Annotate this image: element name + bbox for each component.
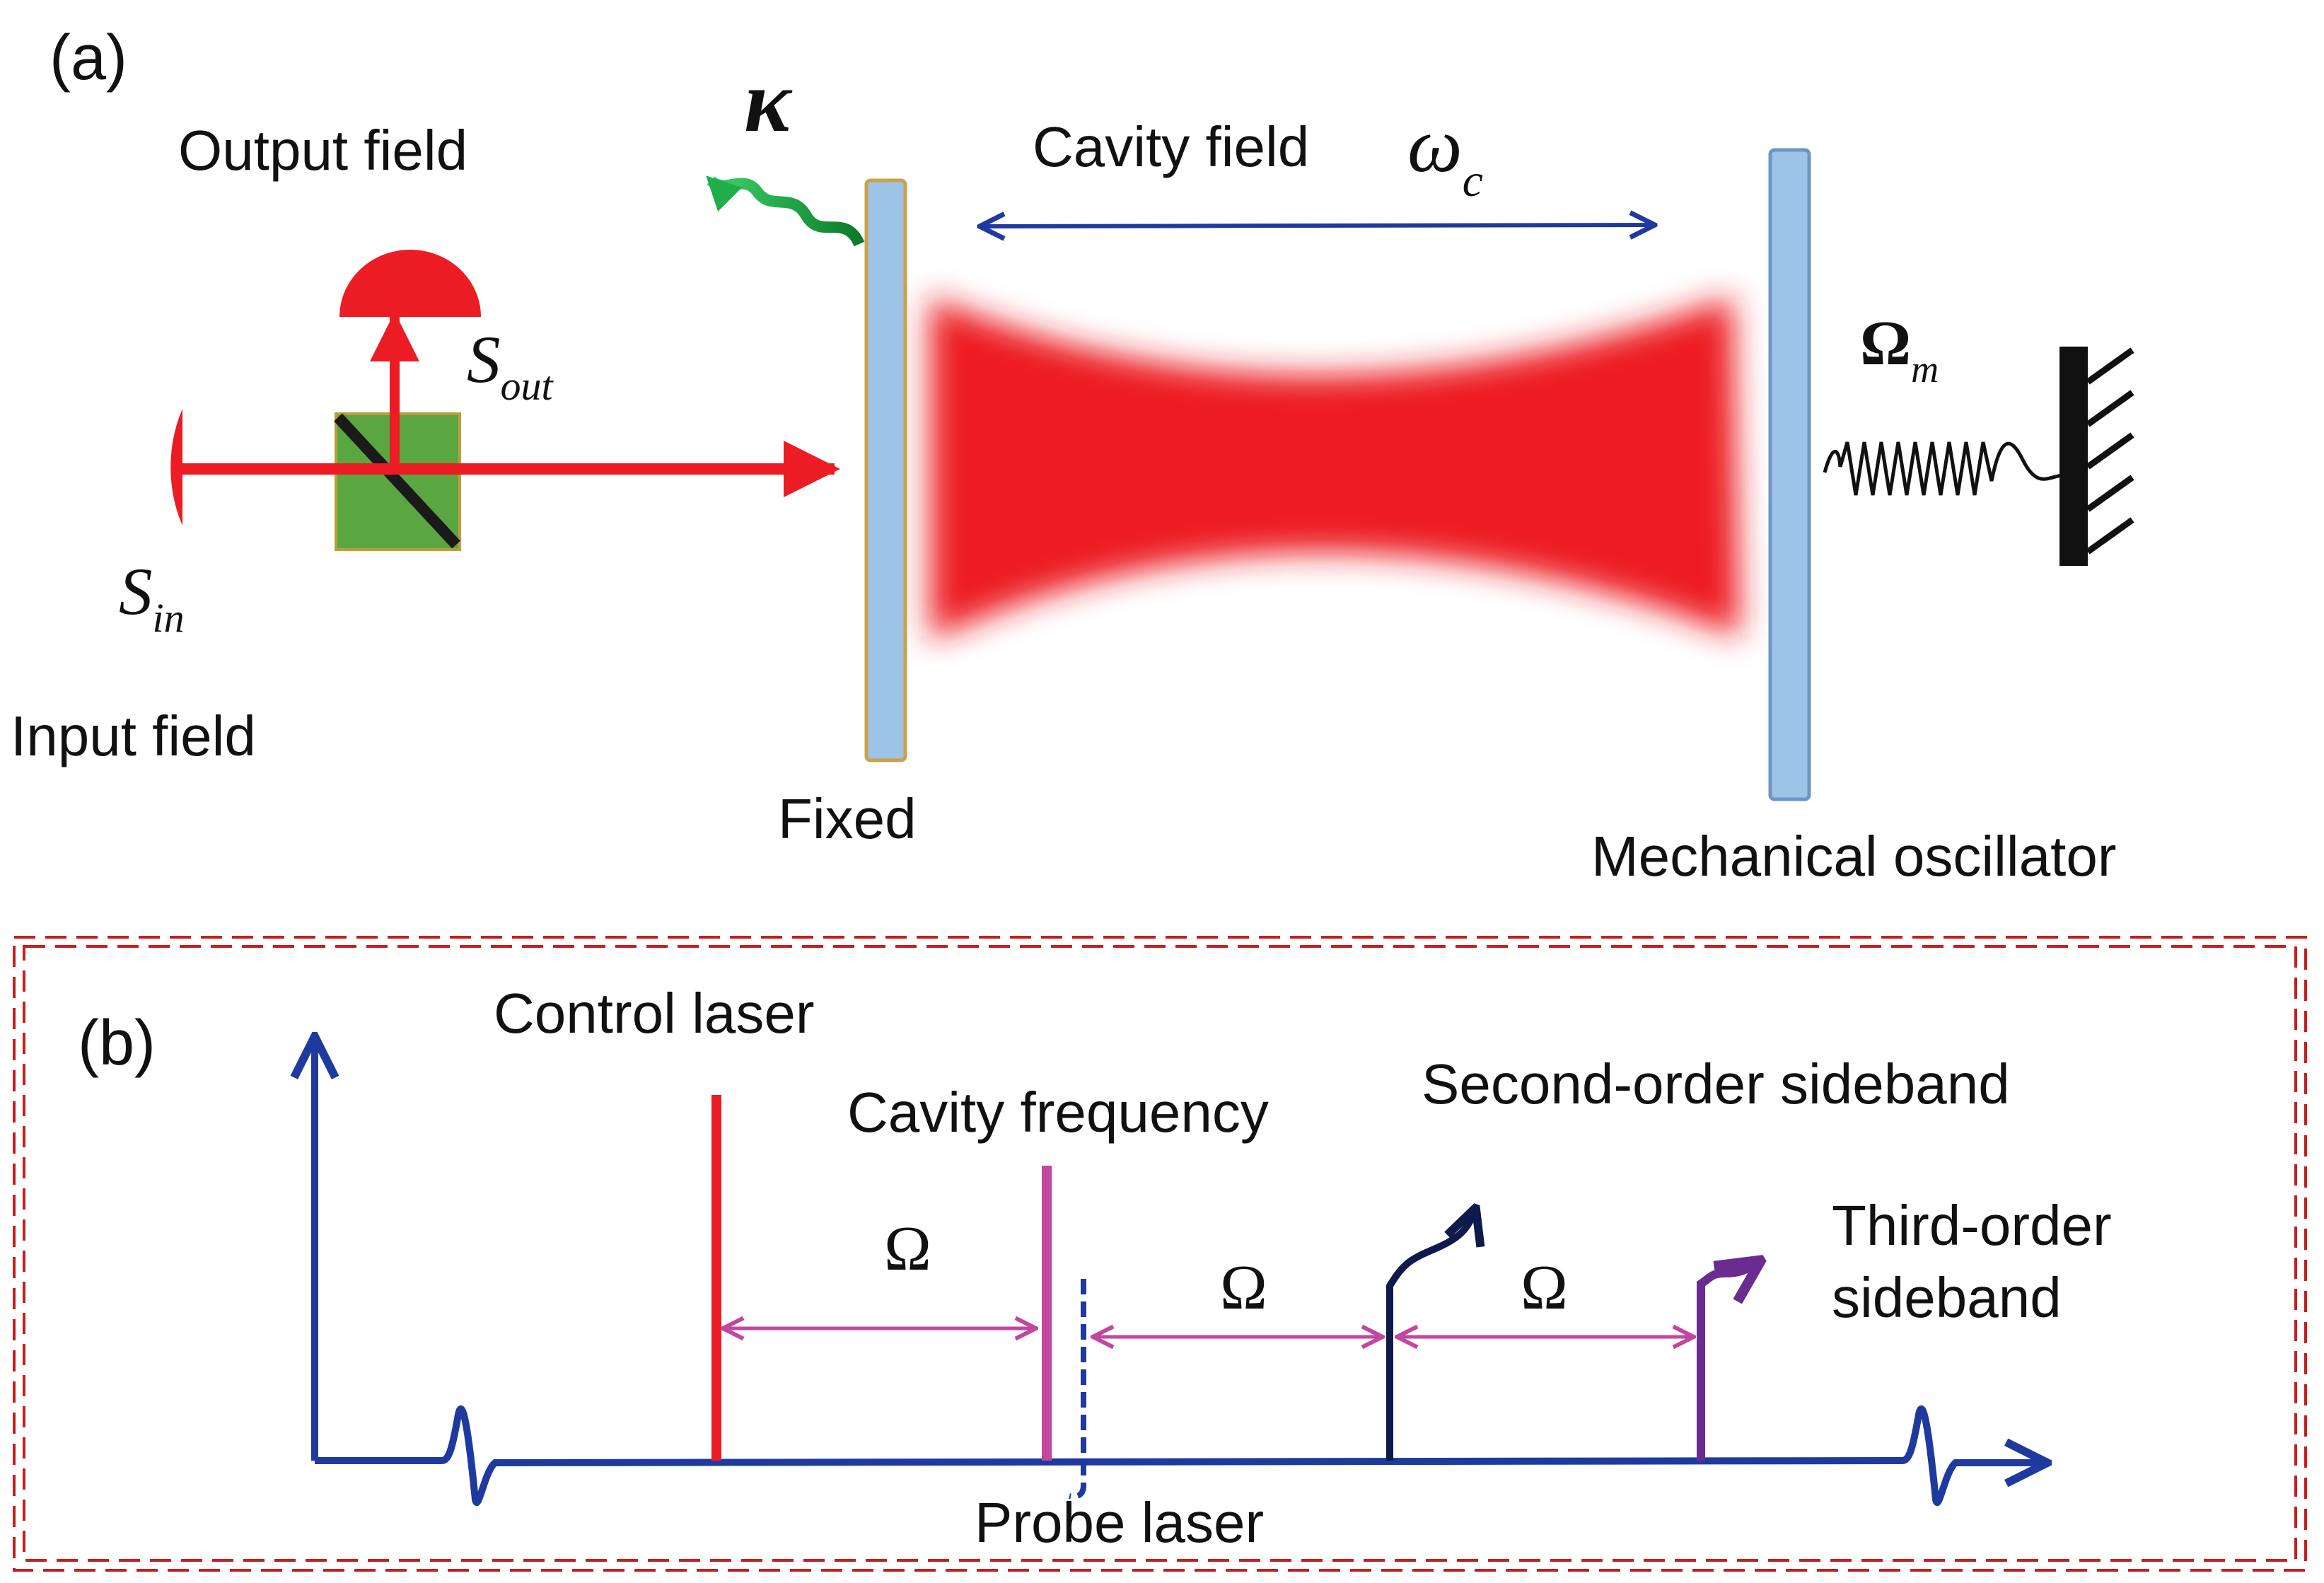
cavity-field-arrow [980,225,1655,226]
panel-a-label: (a) [50,23,127,93]
control-laser-label: Control laser [494,982,815,1045]
spacing-label-2: Ω [1220,1253,1267,1323]
probe-laser-label: Probe laser [975,1491,1264,1554]
omega-c-label: ωc [1407,102,1483,207]
fixed-mirror [864,178,907,762]
fixed-label: Fixed [778,787,917,850]
cavity-field-label: Cavity field [1033,115,1309,178]
input-detector [170,409,182,526]
kappa-leak-arrow [706,175,865,247]
s-out-label: Sout [467,322,554,409]
second-order-sideband-label: Second-order sideband [1422,1053,2010,1115]
third-order-sideband-label-2: sideband [1832,1266,2062,1329]
cavity-light [930,297,1740,640]
panel-b-label: (b) [78,1008,156,1079]
probe-laser-line [1069,1279,1086,1500]
beam-splitter-mirror [334,413,460,549]
omega-m-label: Ωm [1860,308,1939,390]
mechanical-oscillator-label: Mechanical oscillator [1591,825,2117,888]
input-field-label: Input field [11,704,256,767]
output-field-label: Output field [178,119,467,182]
spring [1823,441,2062,496]
kappa-symbol: κ [744,53,793,151]
cavity-frequency-label: Cavity frequency [847,1081,1269,1144]
spacing-label-3: Ω [1521,1253,1568,1323]
wall [2059,347,2088,566]
s-in-label: Sin [119,554,185,641]
spacing-label-1: Ω [884,1214,931,1284]
third-order-sideband-line [1697,1263,1757,1461]
panel-b: (b) Control laser Cavity frequency Secon… [13,936,2307,1572]
movable-mirror [1768,148,1811,801]
panel-a: (a) Output field Input field Sout Sin Fi… [11,23,2134,888]
panel-b-border-inner [23,945,2297,1562]
output-detector [339,250,481,317]
wall-hatching [2086,347,2134,555]
third-order-sideband-label-1: Third-order [1832,1194,2112,1257]
x-axis [315,1405,2047,1506]
second-order-sideband-line [1386,1211,1475,1461]
